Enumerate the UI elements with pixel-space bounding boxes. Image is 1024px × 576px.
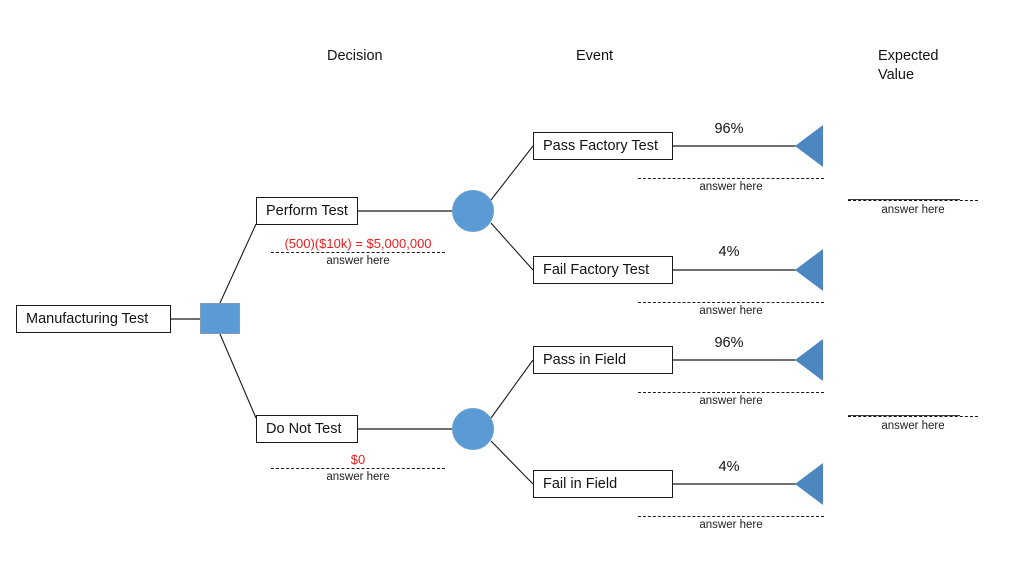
probability-label-fail-in-field: 4%: [718, 459, 740, 475]
event-node-pass-in-field[interactable]: Pass in Field: [533, 346, 673, 374]
event-node-label: Fail in Field: [543, 476, 618, 492]
answer-caption: answer here: [326, 255, 390, 267]
answer-rule: [638, 302, 824, 303]
column-header-decision: Decision: [327, 48, 383, 64]
answer-rule: [638, 178, 824, 179]
terminal-node-triangle-fail-in-field[interactable]: [795, 463, 823, 505]
expected-value-slot-perform-test[interactable]: answer here: [848, 199, 978, 216]
answer-slot-fail-factory-test[interactable]: answer here: [638, 302, 824, 317]
event-node-label: Fail Factory Test: [543, 262, 650, 278]
expected-value-rule: [848, 200, 978, 201]
answer-slot-pass-in-field[interactable]: answer here: [638, 392, 824, 407]
expected-value-rule: [848, 416, 978, 417]
column-header-expected-value: Expected Value: [878, 48, 939, 83]
terminal-node-triangle-pass-in-field[interactable]: [795, 339, 823, 381]
answer-value: $0: [350, 452, 366, 467]
answer-caption: answer here: [699, 395, 763, 407]
event-node-pass-factory-test[interactable]: Pass Factory Test: [533, 132, 673, 160]
decision-node-square[interactable]: [200, 303, 240, 334]
event-node-label: Pass in Field: [543, 352, 627, 368]
terminal-node-triangle-fail-factory-test[interactable]: [795, 249, 823, 291]
terminal-node-triangle-pass-factory-test[interactable]: [795, 125, 823, 167]
answer-rule: [271, 468, 445, 469]
answer-caption: answer here: [699, 305, 763, 317]
answer-slot-pass-factory-test[interactable]: answer here: [638, 178, 824, 193]
probability-label-pass-factory-test: 96%: [714, 121, 744, 137]
answer-rule: [638, 516, 824, 517]
answer-slot-perform-test[interactable]: (500)($10k) = $5,000,000 answer here: [271, 236, 445, 267]
root-node-manufacturing-test[interactable]: Manufacturing Test: [16, 305, 171, 333]
decision-node-label: Perform Test: [266, 203, 348, 219]
expected-value-solid-rule: [848, 415, 960, 416]
answer-caption: answer here: [326, 471, 390, 483]
column-header-event: Event: [576, 48, 614, 64]
chance-node-circle-do-not-test[interactable]: [452, 408, 494, 450]
event-node-fail-factory-test[interactable]: Fail Factory Test: [533, 256, 673, 284]
probability-label-pass-in-field: 96%: [714, 335, 744, 351]
expected-value-caption: answer here: [881, 204, 945, 216]
expected-value-caption: answer here: [881, 420, 945, 432]
answer-slot-fail-in-field[interactable]: answer here: [638, 516, 824, 531]
root-node-label: Manufacturing Test: [26, 311, 149, 327]
decision-node-label: Do Not Test: [266, 421, 342, 437]
answer-caption: answer here: [699, 181, 763, 193]
event-node-label: Pass Factory Test: [543, 138, 658, 154]
event-node-fail-in-field[interactable]: Fail in Field: [533, 470, 673, 498]
answer-rule: [638, 392, 824, 393]
decision-node-do-not-test[interactable]: Do Not Test: [256, 415, 358, 443]
answer-value: (500)($10k) = $5,000,000: [284, 236, 432, 251]
expected-value-solid-rule: [848, 199, 960, 200]
expected-value-slot-do-not-test[interactable]: answer here: [848, 415, 978, 432]
probability-label-fail-factory-test: 4%: [718, 244, 740, 260]
answer-caption: answer here: [699, 519, 763, 531]
answer-rule: [271, 252, 445, 253]
answer-slot-do-not-test[interactable]: $0 answer here: [271, 452, 445, 483]
decision-node-perform-test[interactable]: Perform Test: [256, 197, 358, 225]
chance-node-circle-perform-test[interactable]: [452, 190, 494, 232]
